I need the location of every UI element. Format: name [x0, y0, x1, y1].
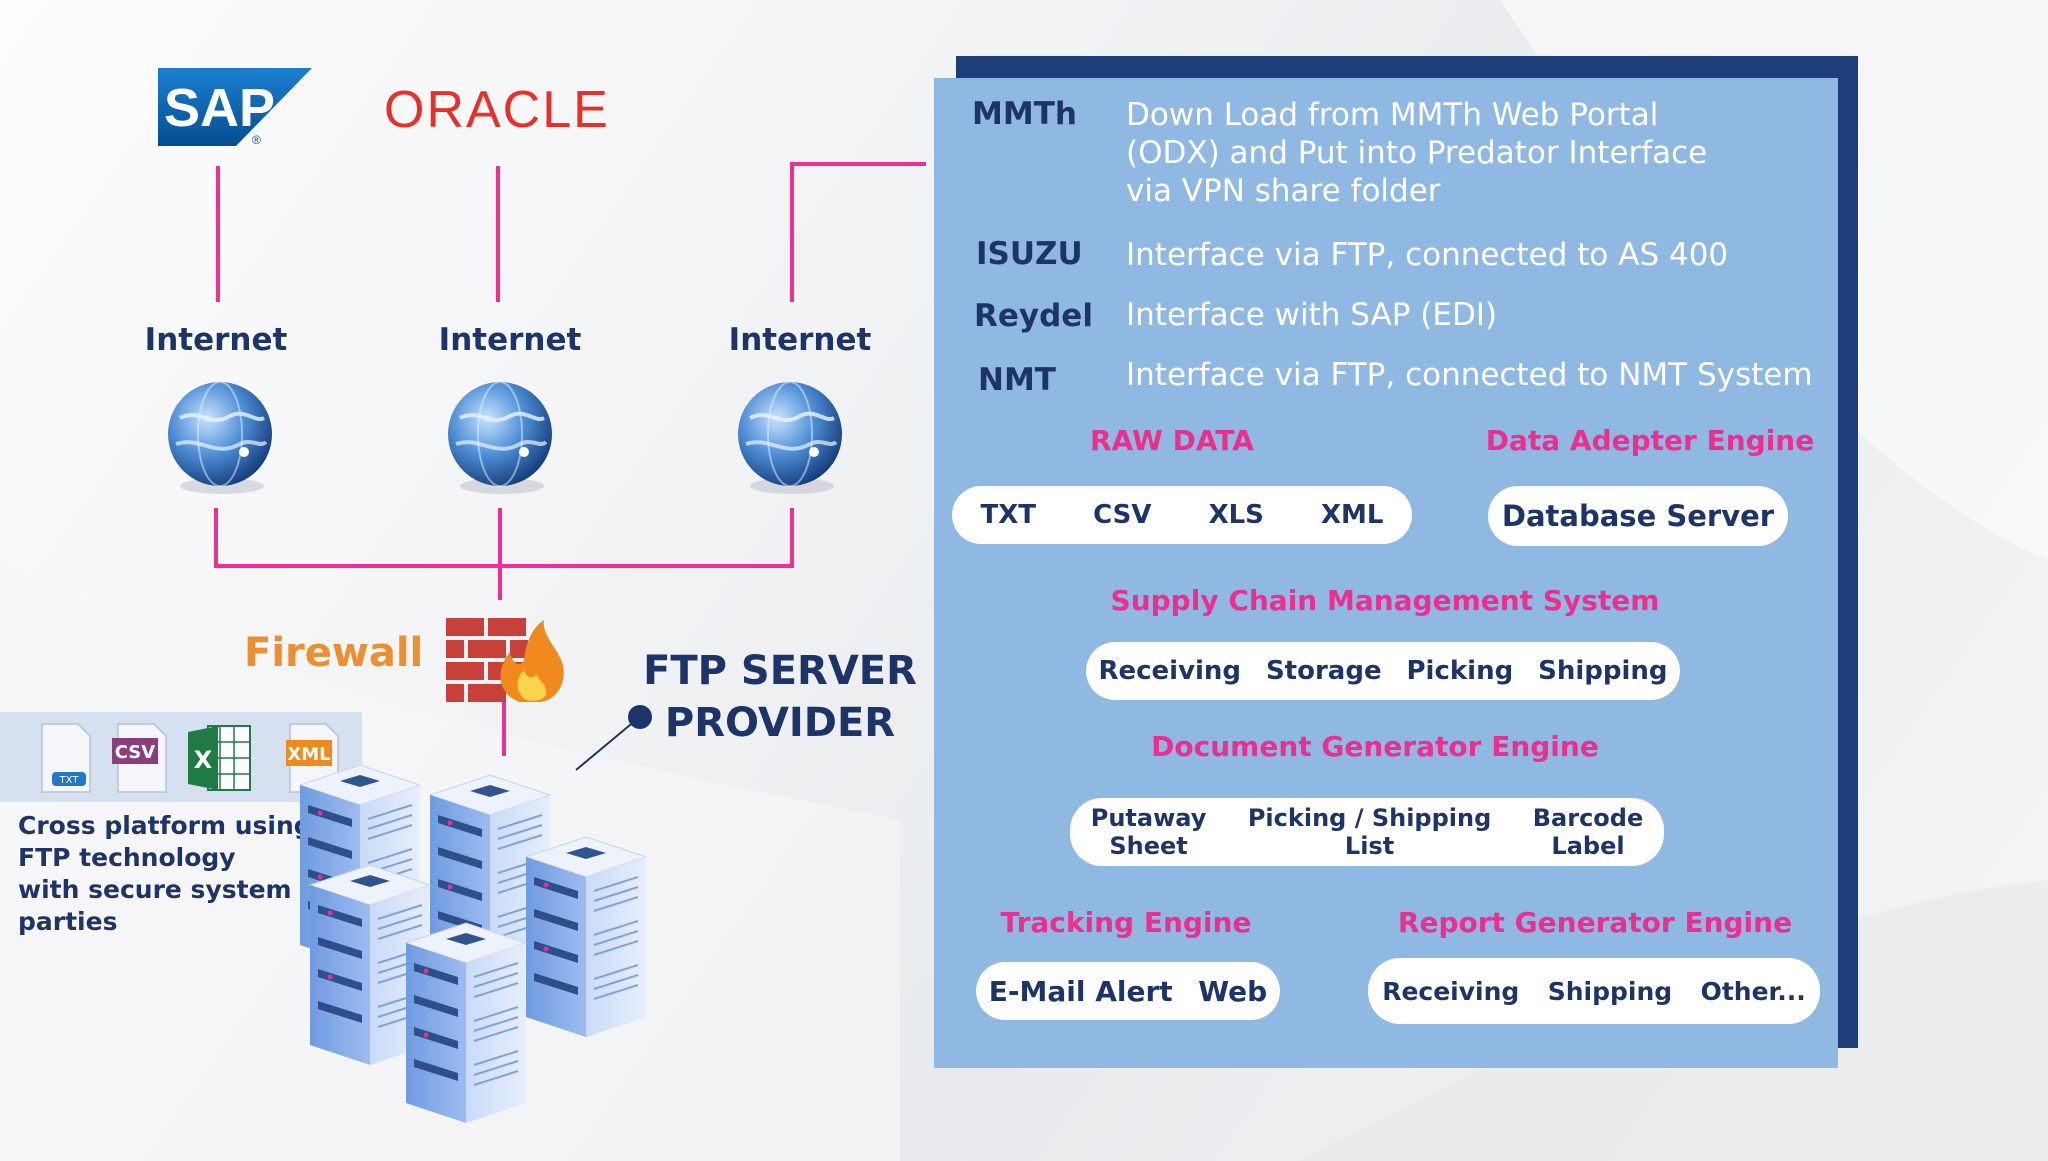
customer-key-reydel: Reydel — [974, 298, 1093, 334]
tracking-pill: E-Mail Alert Web — [976, 962, 1280, 1020]
txt-file-icon: TXT — [41, 723, 91, 793]
internet-label-3: Internet — [728, 322, 872, 358]
doc-gen-item: Putaway Sheet — [1091, 804, 1207, 860]
sap-logo-text: SAP — [164, 78, 275, 138]
desc-line: via VPN share folder — [1126, 173, 1441, 209]
file-type-icons: TXT CSV X XML — [41, 723, 339, 793]
scm-item: Shipping — [1538, 656, 1668, 686]
sap-logo: SAP ® — [158, 68, 312, 146]
customer-key-nmt: NMT — [978, 362, 1056, 398]
doc-gen-item-line: Putaway — [1090, 804, 1207, 832]
tracking-item: Web — [1198, 974, 1268, 1008]
tracking-item: E-Mail Alert — [988, 974, 1173, 1008]
report-gen-title: Report Generator Engine — [1397, 906, 1793, 939]
cross-platform-line: Cross platform using — [18, 811, 312, 840]
scm-item: Storage — [1265, 656, 1382, 686]
database-server-pill: Database Server — [1488, 486, 1788, 546]
tracking-title: Tracking Engine — [1000, 906, 1252, 939]
doc-gen-item-line: Picking / Shipping — [1247, 804, 1492, 832]
cross-platform-line: with secure system — [18, 875, 292, 904]
excel-file-label: X — [194, 746, 213, 774]
csv-file-icon: CSV — [112, 723, 167, 793]
database-server-label: Database Server — [1501, 499, 1775, 533]
oracle-logo: ORACLE — [384, 81, 610, 139]
cross-platform-line: FTP technology — [18, 843, 236, 872]
scm-item: Picking — [1406, 656, 1514, 686]
customer-desc-isuzu: Interface via FTP, connected to AS 400 — [1126, 237, 1729, 273]
server-rack-illustration — [300, 765, 647, 1124]
doc-gen-item-line: List — [1344, 832, 1395, 860]
doc-gen-item: Picking / Shipping List — [1248, 804, 1491, 860]
doc-gen-title: Document Generator Engine — [1151, 730, 1599, 763]
xml-file-icon: XML — [286, 723, 339, 793]
globe-icon — [168, 381, 272, 494]
customer-desc-mmth: Down Load from MMTh Web Portal (ODX) and… — [1126, 96, 1707, 210]
internet-label-2: Internet — [438, 322, 582, 358]
globe-icon — [738, 381, 842, 494]
raw-data-item: TXT — [980, 500, 1037, 530]
txt-file-label: TXT — [59, 775, 80, 786]
ftp-server-label-line1: FTP SERVER — [643, 648, 917, 694]
doc-gen-item-line: Sheet — [1109, 832, 1188, 860]
raw-data-item: XLS — [1208, 500, 1264, 530]
doc-gen-item-line: Label — [1551, 832, 1625, 860]
doc-gen-pill: Putaway Sheet Picking / Shipping List Ba… — [1070, 798, 1664, 866]
firewall-icon — [446, 618, 564, 702]
report-gen-item: Shipping — [1547, 976, 1673, 1006]
report-gen-pill: Receiving Shipping Other... — [1368, 958, 1820, 1024]
scm-title: Supply Chain Management System — [1110, 584, 1660, 617]
scm-pill: Receiving Storage Picking Shipping — [1086, 642, 1680, 700]
raw-data-title: RAW DATA — [1090, 424, 1254, 457]
firewall-label: Firewall — [244, 630, 424, 676]
csv-file-label: CSV — [115, 742, 156, 763]
raw-data-pill: TXT CSV XLS XML — [952, 486, 1412, 544]
desc-line: Down Load from MMTh Web Portal — [1126, 97, 1659, 133]
cross-platform-line: parties — [18, 907, 118, 936]
desc-line: (ODX) and Put into Predator Interface — [1126, 135, 1708, 171]
customer-key-isuzu: ISUZU — [976, 236, 1083, 272]
report-gen-item: Receiving — [1382, 976, 1520, 1006]
customer-key-mmth: MMTh — [972, 96, 1077, 132]
raw-data-item: CSV — [1093, 500, 1152, 530]
globe-icon — [448, 381, 552, 494]
ftp-server-label-line2: PROVIDER — [664, 700, 896, 746]
report-gen-item: Other... — [1700, 976, 1806, 1006]
svg-text:®: ® — [252, 133, 261, 146]
excel-file-icon: X — [188, 725, 251, 791]
scm-item: Receiving — [1098, 656, 1242, 686]
data-adapter-title: Data Adepter Engine — [1485, 424, 1815, 457]
doc-gen-item-line: Barcode — [1532, 804, 1644, 832]
info-panel — [934, 78, 1838, 1068]
customer-desc-reydel: Interface with SAP (EDI) — [1126, 297, 1498, 333]
raw-data-item: XML — [1320, 500, 1384, 530]
internet-label-1: Internet — [144, 322, 288, 358]
ftp-server-label: FTP SERVER PROVIDER — [620, 645, 940, 749]
cross-platform-text: Cross platform using FTP technology with… — [18, 810, 348, 938]
doc-gen-item: Barcode Label — [1533, 804, 1644, 860]
xml-file-label: XML — [287, 744, 330, 765]
customer-desc-nmt: Interface via FTP, connected to NMT Syst… — [1126, 357, 1813, 393]
